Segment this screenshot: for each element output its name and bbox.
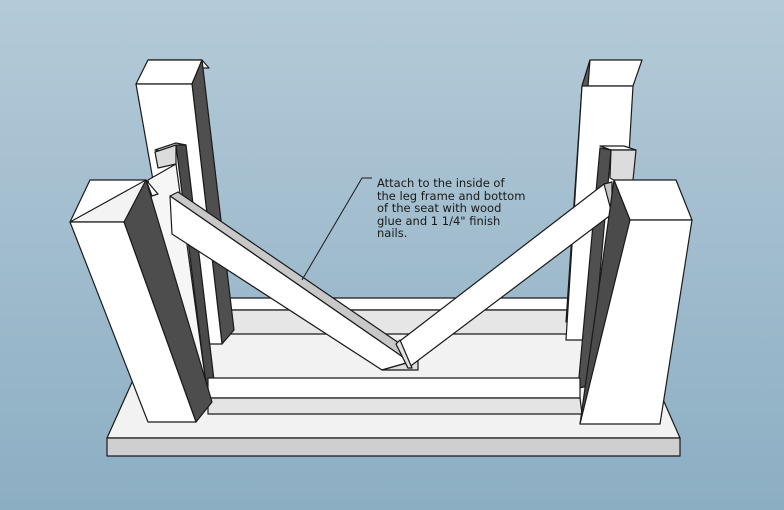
assembly-note: Attach to the inside of the leg frame an… (377, 177, 537, 240)
front-stretcher (207, 377, 583, 415)
assembly-note-line-4: glue and 1 1/4" finish (377, 213, 501, 228)
front-right-leg (579, 179, 693, 425)
assembly-note-line-3: of the seat with wood (377, 201, 502, 215)
assembly-note-line-2: the leg frame and bottom (377, 188, 526, 203)
right-brace (395, 181, 613, 369)
annotation-leader-line-diagonal (301, 177, 363, 281)
assembly-note-line-1: Attach to the inside of (377, 176, 505, 190)
front-left-leg (69, 179, 213, 423)
assembly-note-line-5: nails. (377, 226, 408, 240)
